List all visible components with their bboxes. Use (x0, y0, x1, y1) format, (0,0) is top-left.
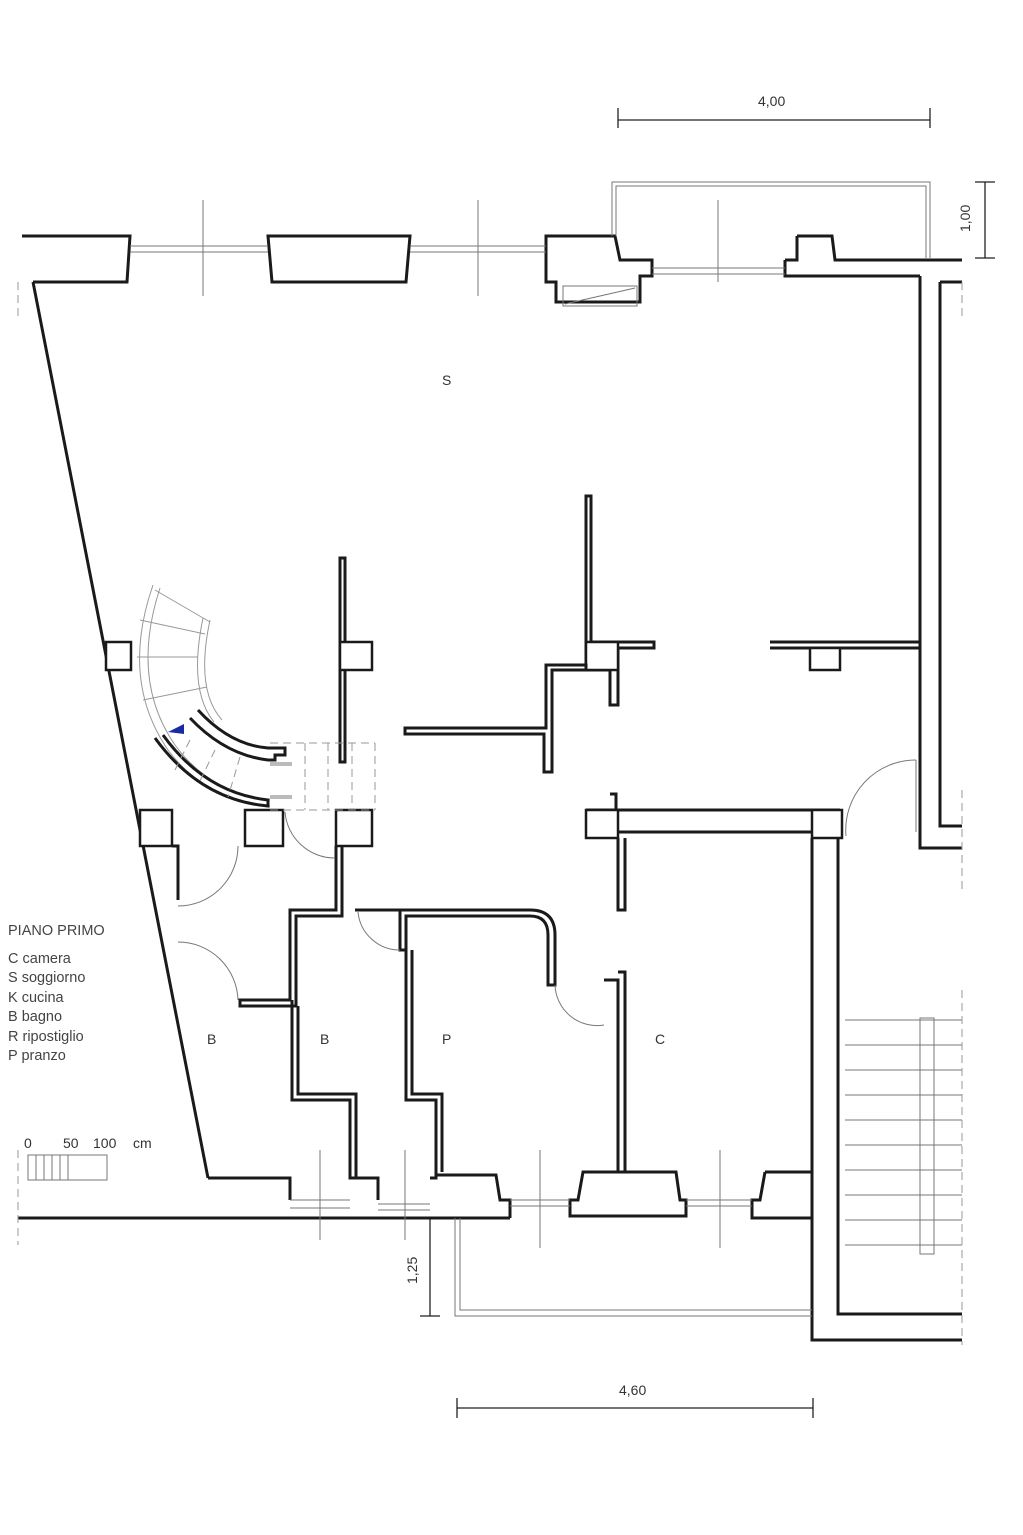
dimension-balcony-bottom: 1,25 (404, 1217, 440, 1317)
scale-tick: 100 (93, 1135, 117, 1151)
legend-item: P pranzo (8, 1048, 66, 1064)
external-stairs (845, 1017, 962, 1255)
dimension-top-label: 4,00 (758, 93, 785, 109)
legend-item: C camera (8, 950, 71, 967)
spiral-staircase (137, 584, 376, 811)
room-label-bagno-1: B (207, 1031, 216, 1047)
doors (177, 759, 917, 1027)
left-wall (31, 281, 210, 1179)
direction-arrow-icon (168, 724, 184, 734)
scale-bar: 0 50 100 cm (24, 1135, 152, 1181)
dimension-top: 4,00 (617, 93, 931, 128)
scale-tick: 0 (24, 1135, 32, 1151)
dimension-bottom-label: 4,60 (619, 1382, 646, 1398)
room-label-bagno-2: B (320, 1031, 329, 1047)
right-wall (918, 276, 962, 850)
legend-item: K cucina (8, 989, 64, 1006)
dimension-balcony-bottom-label: 1,25 (404, 1257, 420, 1284)
legend: PIANO PRIMO C camera S soggiorno K cucin… (8, 922, 105, 1067)
legend-item: B bagno (8, 1009, 63, 1025)
interior-walls (104, 494, 962, 1342)
legend-item: S soggiorno (8, 970, 86, 986)
dimension-bottom: 4,60 (456, 1382, 814, 1418)
legend-item: R ripostiglio (8, 1028, 84, 1045)
dimension-balcony-top: 1,00 (957, 181, 995, 259)
plan-title: PIANO PRIMO (8, 923, 105, 939)
scale-tick: 50 (63, 1135, 79, 1151)
dimension-balcony-top-label: 1,00 (957, 205, 973, 232)
bottom-wall (18, 1176, 510, 1220)
top-wall (22, 181, 962, 307)
scale-unit: cm (133, 1135, 152, 1151)
room-label-camera: C (655, 1031, 665, 1047)
room-label-soggiorno: S (442, 372, 451, 388)
room-label-pranzo: P (442, 1031, 451, 1047)
